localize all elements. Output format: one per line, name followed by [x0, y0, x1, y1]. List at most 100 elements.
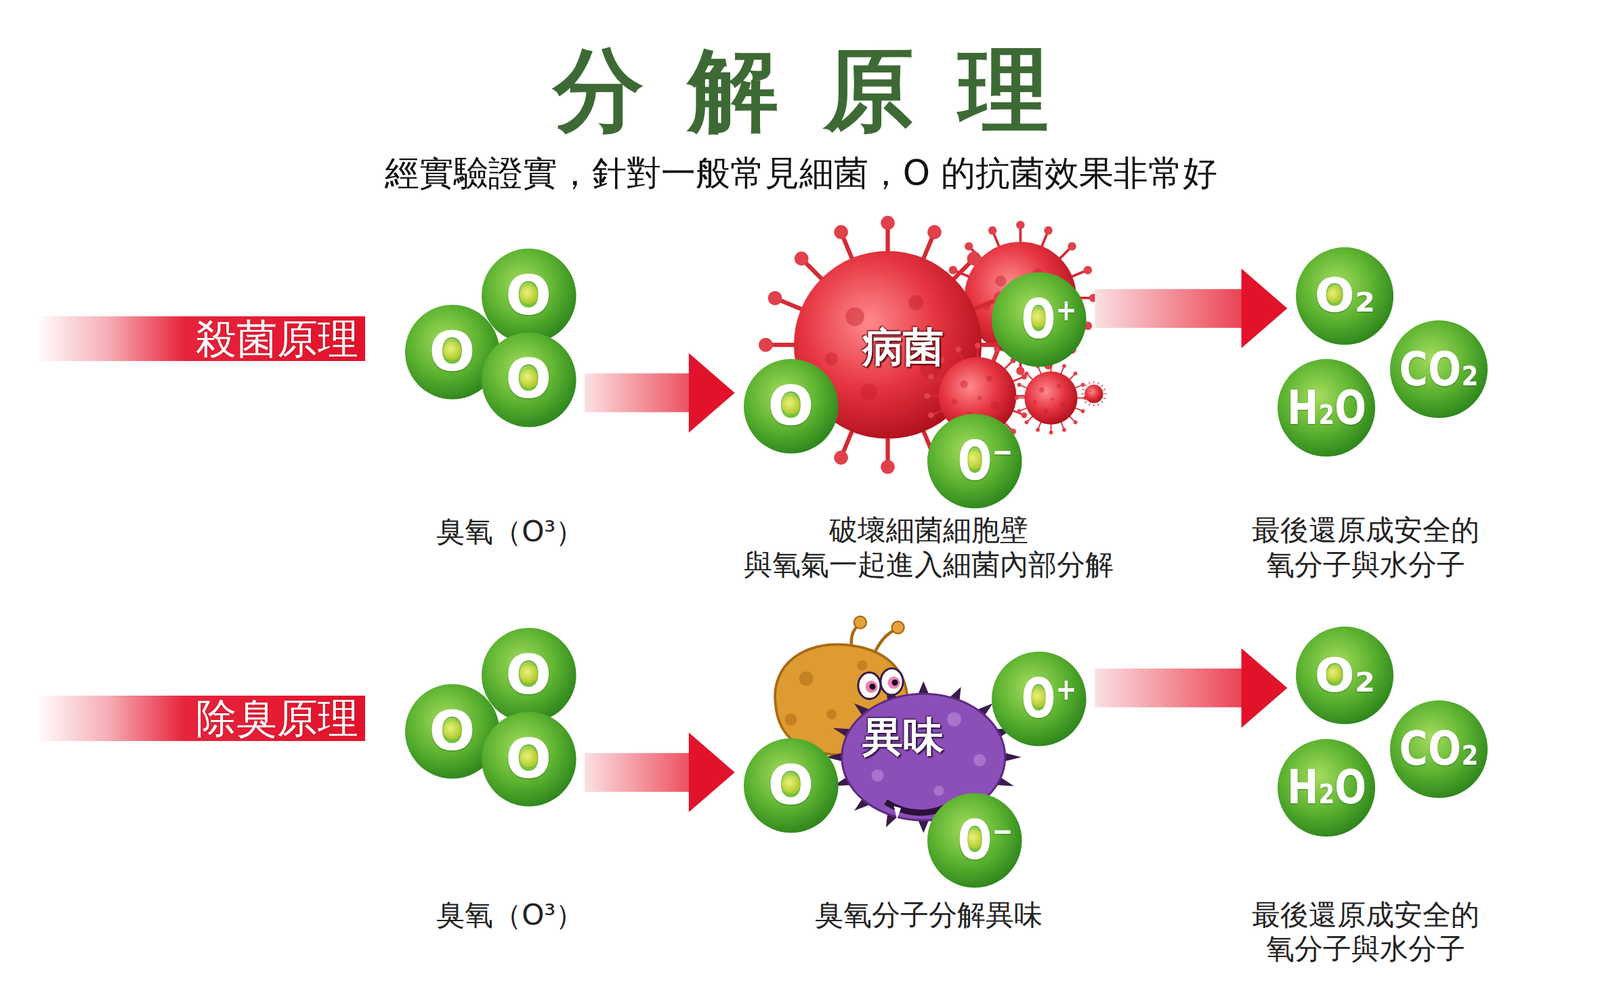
molecule-circle: O⁺: [991, 650, 1088, 748]
virus-picture: [1014, 361, 1088, 435]
molecule-circle: O: [480, 627, 578, 724]
molecule-circle: O: [480, 331, 578, 429]
molecule-circle: O₂: [1295, 246, 1395, 346]
caption-text: 最後還原成安全的 氧分子與水分子: [1251, 898, 1480, 967]
molecule-formula: O⁻: [936, 434, 1013, 489]
flow-arrow: [584, 732, 735, 813]
molecule-disc: [481, 332, 577, 428]
molecule-formula: O: [428, 704, 475, 759]
microbe-spot: [826, 709, 837, 720]
molecule-disc: [991, 651, 1087, 747]
diagram-title: 分解原理: [508, 37, 1094, 141]
molecule-circle: O: [743, 737, 840, 834]
arrow-head: [688, 352, 735, 433]
molecule-circle: O: [480, 247, 578, 345]
molecule-disc: [1277, 359, 1376, 457]
molecule-formula: CO₂: [1399, 725, 1479, 773]
microbe-spot: [784, 713, 797, 726]
microbe-tooth: [894, 806, 902, 820]
microbe-spot: [933, 785, 944, 796]
molecule-formula: O: [505, 732, 552, 787]
molecule-disc: [743, 738, 839, 834]
molecule-circle: H₂O: [1276, 738, 1376, 838]
caption-text: 臭氧（O³）: [436, 898, 584, 933]
molecule-disc: [1295, 247, 1394, 345]
molecule-disc: [1277, 739, 1376, 837]
molecule-formula: O: [505, 352, 552, 407]
molecule-formula: O⁻: [936, 813, 1013, 868]
microbe-iris: [865, 680, 878, 693]
molecule-disc: [743, 359, 839, 454]
molecule-disc: [1390, 700, 1488, 798]
molecule-circle: O: [480, 711, 578, 808]
molecule-disc: [481, 711, 577, 807]
caption-text: 臭氧分子分解異味: [814, 898, 1043, 933]
molecule-disc: [991, 272, 1087, 368]
caption-text: 最後還原成安全的 氧分子與水分子: [1251, 513, 1480, 582]
molecule-disc: [481, 248, 577, 344]
arrow-shaft: [1094, 289, 1260, 328]
molecule-circle: CO₂: [1389, 319, 1489, 419]
microbe-spot: [973, 753, 986, 767]
virus-picture: [1081, 381, 1107, 407]
arrow-head: [1241, 648, 1288, 728]
arrow-shaft: [584, 753, 708, 792]
molecule-circle: O: [743, 358, 840, 455]
microbe-name: 異味: [862, 713, 944, 761]
microbe-eye: [858, 672, 881, 700]
microbe-pupil: [892, 679, 899, 686]
microbe-label: 異味: [854, 709, 952, 765]
molecule-formula: O: [505, 648, 552, 703]
antenna-tip: [854, 616, 867, 629]
arrow-head: [688, 732, 735, 813]
section-band: 殺菌原理: [35, 316, 366, 362]
molecule-formula: O: [505, 268, 552, 324]
arrow-head: [1241, 268, 1288, 349]
flow-arrow: [584, 352, 735, 433]
microbe-spot: [798, 671, 813, 686]
molecule-formula: O₂: [1314, 652, 1376, 700]
microbe-antenna: [875, 629, 896, 651]
molecule-circle: O⁻: [926, 413, 1023, 510]
molecule-circle: O⁺: [991, 271, 1088, 368]
caption-text: 臭氧（O³）: [436, 514, 584, 550]
microbe-eye: [880, 668, 903, 696]
microbe-iris: [888, 676, 901, 689]
molecule-formula: O: [768, 379, 815, 434]
section-title: 除臭原理: [195, 695, 359, 741]
microbe-spot: [946, 711, 962, 727]
molecule-circle: O₂: [1295, 625, 1395, 725]
molecule-disc: [1390, 320, 1488, 418]
caption-text: 經實驗證實，針對一般常見細菌，O 的抗菌效果非常好: [384, 152, 1218, 194]
section-band: 除臭原理: [35, 695, 366, 741]
molecule-circle: CO₂: [1389, 699, 1489, 799]
molecule-disc: [927, 413, 1023, 509]
arrow-shaft: [584, 373, 708, 412]
section-title: 殺菌原理: [195, 316, 359, 362]
caption-text: 破壞細菌細胞壁 與氧氣一起進入細菌內部分解: [743, 513, 1114, 582]
molecule-formula: O⁺: [1000, 292, 1078, 347]
molecule-formula: O: [428, 325, 475, 380]
flow-arrow: [1094, 268, 1288, 349]
molecule-formula: O⁺: [1000, 671, 1078, 727]
molecule-formula: O₂: [1314, 272, 1376, 320]
molecule-formula: H₂O: [1287, 384, 1367, 432]
microbe-spot: [856, 660, 868, 671]
microbe-name: 病菌: [862, 323, 944, 371]
molecule-circle: O⁻: [926, 792, 1023, 889]
flow-arrow: [1094, 648, 1288, 728]
molecule-disc: [927, 793, 1023, 889]
molecule-disc: [1295, 626, 1394, 725]
antenna-tip: [892, 621, 905, 634]
microbe-label: 病菌: [854, 319, 952, 375]
molecule-formula: CO₂: [1399, 346, 1479, 393]
microbe-spot: [871, 769, 884, 782]
molecule-formula: H₂O: [1287, 764, 1367, 811]
arrow-shaft: [1094, 668, 1260, 708]
molecule-formula: O: [768, 758, 815, 813]
molecule-disc: [481, 627, 577, 723]
molecule-circle: H₂O: [1276, 358, 1376, 458]
